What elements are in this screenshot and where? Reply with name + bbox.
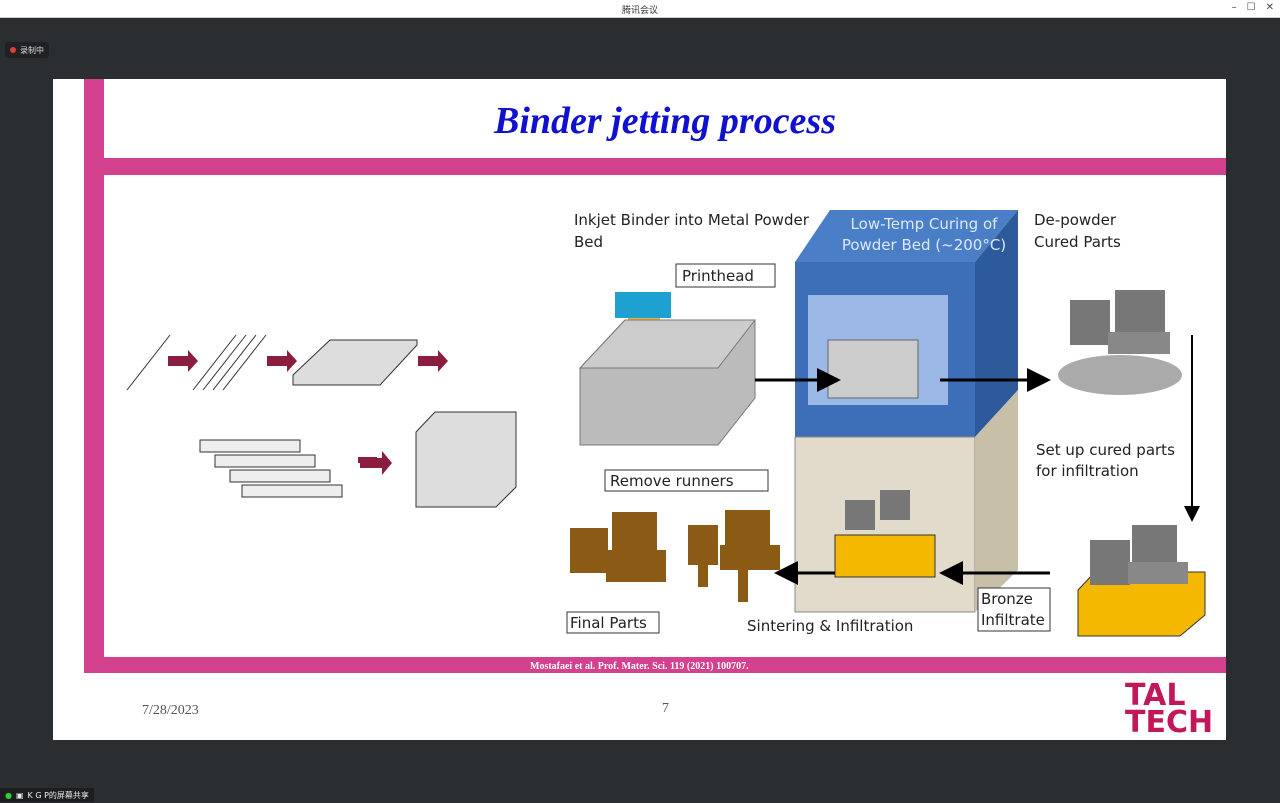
microphone-icon: ● xyxy=(5,790,12,800)
record-icon xyxy=(10,47,16,53)
step1-label-line1: Inkjet Binder into Metal Powder xyxy=(574,211,810,229)
step3-label-line1: De-powder xyxy=(1034,211,1117,229)
accent-band-top xyxy=(104,158,1226,175)
share-label: K G P的屏幕共享 xyxy=(27,790,89,800)
window-titlebar: 腾讯会议 – ☐ ✕ xyxy=(0,0,1280,18)
window-title: 腾讯会议 xyxy=(621,6,658,16)
step1-label-line2: Bed xyxy=(574,233,603,251)
svg-text:TAL: TAL xyxy=(1125,678,1185,713)
screen-share-status[interactable]: ● ▣ K G P的屏幕共享 xyxy=(0,788,94,802)
sintering-label: Sintering & Infiltration xyxy=(747,617,913,635)
step4-label-line2: for infiltration xyxy=(1036,462,1139,480)
minimize-button[interactable]: – xyxy=(1231,2,1237,13)
final-parts-label: Final Parts xyxy=(570,614,647,632)
accent-bar-left xyxy=(84,79,104,673)
bronze-label-line2: Infiltrate xyxy=(981,611,1045,629)
printhead-label: Printhead xyxy=(682,267,754,285)
shared-slide: Binder jetting process Mostafaei et al. … xyxy=(53,79,1226,740)
step4-label-line1: Set up cured parts xyxy=(1036,441,1175,459)
page-number: 7 xyxy=(662,701,669,716)
recording-badge[interactable]: 录制中 xyxy=(5,42,49,58)
svg-text:TECH: TECH xyxy=(1125,705,1213,740)
taltech-logo: TAL TECH xyxy=(1125,678,1213,740)
recording-label: 录制中 xyxy=(20,45,44,55)
citation: Mostafaei et al. Prof. Mater. Sci. 119 (… xyxy=(530,661,749,672)
slide-canvas: Binder jetting process Mostafaei et al. … xyxy=(84,79,1226,740)
step3-label-line2: Cured Parts xyxy=(1034,233,1121,251)
maximize-button[interactable]: ☐ xyxy=(1246,2,1256,13)
process-diagram: Inkjet Binder into Metal Powder Bed Prin… xyxy=(566,210,1206,637)
slide-title: Binder jetting process xyxy=(493,100,836,142)
slide-date: 7/28/2023 xyxy=(142,703,199,718)
close-button[interactable]: ✕ xyxy=(1265,2,1274,13)
step2-label-line2: Powder Bed (~200°C) xyxy=(842,236,1006,254)
remove-runners-label: Remove runners xyxy=(610,472,734,490)
screen-icon: ▣ xyxy=(15,790,24,800)
step2-label-line1: Low-Temp Curing of xyxy=(851,215,999,233)
schematic-arrows xyxy=(168,350,448,475)
bronze-label-line1: Bronze xyxy=(981,590,1033,608)
accent-band-bottom xyxy=(104,657,1226,673)
